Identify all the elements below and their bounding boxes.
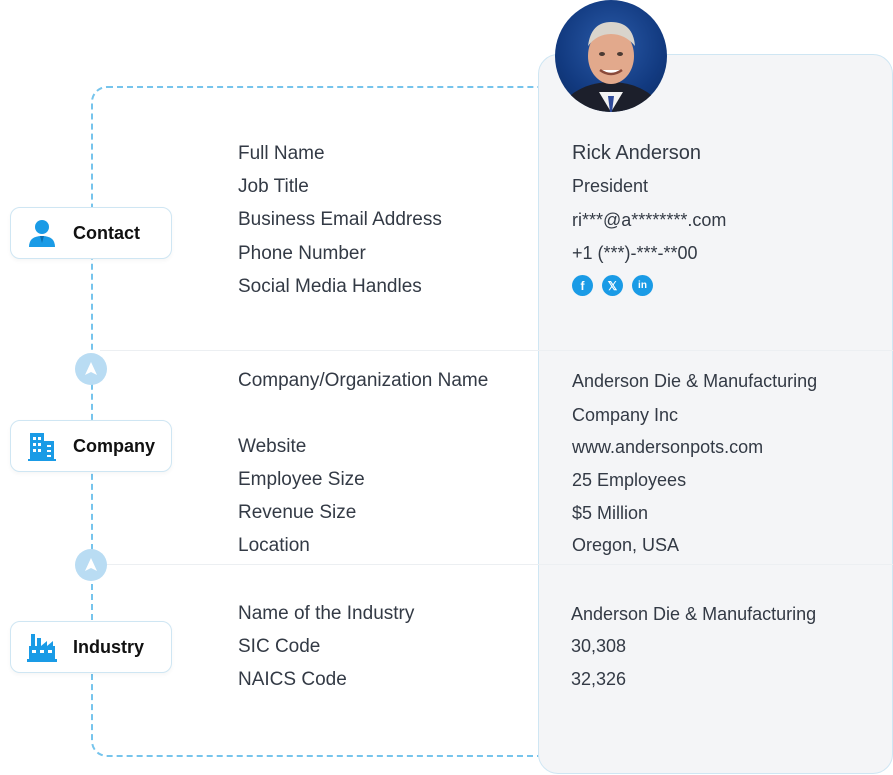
profile-avatar <box>555 0 667 112</box>
label-full-name: Full Name <box>238 143 325 164</box>
label-naics-code: NAICS Code <box>238 669 347 690</box>
label-phone-number: Phone Number <box>238 243 366 264</box>
label-employee-size: Employee Size <box>238 469 365 490</box>
section-divider <box>100 564 893 565</box>
category-company[interactable]: Company <box>10 420 172 472</box>
label-company-name: Company/Organization Name <box>238 370 489 391</box>
label-job-title: Job Title <box>238 176 309 197</box>
x-twitter-icon[interactable]: 𝕏 <box>602 275 623 296</box>
value-company-name-line2: Company Inc <box>572 405 679 425</box>
category-contact[interactable]: Contact <box>10 207 172 259</box>
section-divider <box>100 350 893 351</box>
value-website[interactable]: www.andersonpots.com <box>572 437 764 457</box>
value-company-name: Anderson Die & Manufacturing <box>572 371 818 391</box>
value-revenue-size: $5 Million <box>572 503 649 523</box>
facebook-icon[interactable]: f <box>572 275 593 296</box>
navigation-arrow-icon <box>75 549 107 581</box>
linkedin-icon[interactable]: in <box>632 275 653 296</box>
value-business-email: ri***@a********.com <box>572 210 727 230</box>
label-revenue-size: Revenue Size <box>238 502 357 523</box>
value-sic-code: 30,308 <box>571 636 627 656</box>
label-location: Location <box>238 535 310 556</box>
category-industry[interactable]: Industry <box>10 621 172 673</box>
factory-icon <box>25 630 59 664</box>
value-phone-number: +1 (***)-***-**00 <box>572 243 698 263</box>
label-website: Website <box>238 436 307 457</box>
value-full-name: Rick Anderson <box>572 142 701 164</box>
value-job-title: President <box>572 176 649 196</box>
value-naics-code: 32,326 <box>571 669 627 689</box>
detail-panel <box>538 54 893 774</box>
label-business-email: Business Email Address <box>238 209 442 230</box>
social-media-links: f 𝕏 in <box>572 275 653 296</box>
label-social-media: Social Media Handles <box>238 276 422 297</box>
person-icon <box>25 216 59 250</box>
label-industry-name: Name of the Industry <box>238 603 415 624</box>
value-location: Oregon, USA <box>572 535 680 555</box>
category-label: Industry <box>73 636 145 657</box>
value-industry-name: Anderson Die & Manufacturing <box>571 604 817 624</box>
label-sic-code: SIC Code <box>238 636 321 657</box>
value-employee-size: 25 Employees <box>572 470 687 490</box>
category-label: Company <box>73 435 156 456</box>
category-label: Contact <box>73 222 140 243</box>
navigation-arrow-icon <box>75 353 107 385</box>
building-icon <box>25 429 59 463</box>
